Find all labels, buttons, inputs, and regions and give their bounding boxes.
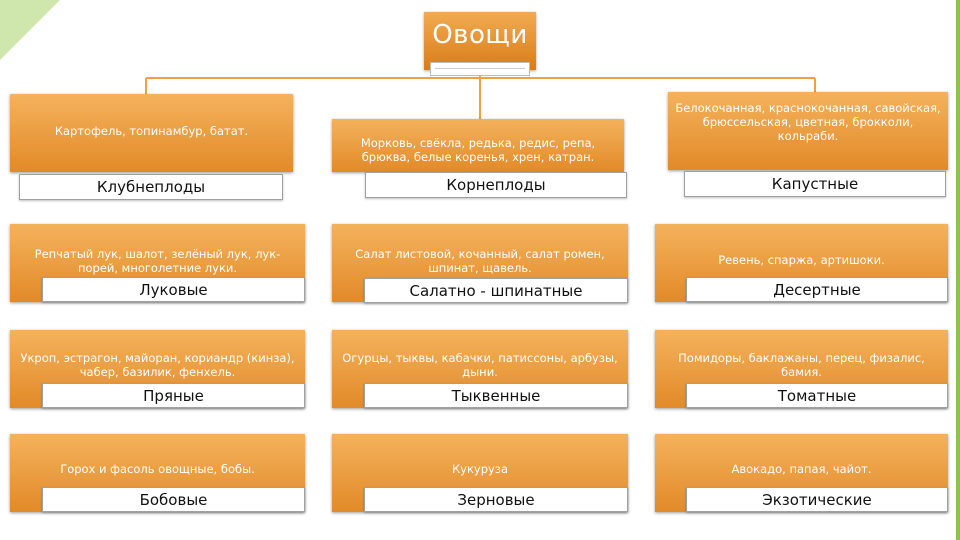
- label-desertnye: Десертные: [686, 277, 948, 302]
- card-description: Кукуруза: [452, 462, 508, 476]
- card-description: Помидоры, баклажаны, перец, физалис, бам…: [678, 351, 925, 379]
- card-klubneplody: Картофель, топинамбур, батат.: [10, 94, 293, 172]
- label-zernovye: Зерновые: [364, 487, 628, 512]
- root-node: Овощи: [424, 12, 536, 76]
- root-title: Овощи: [432, 20, 528, 50]
- label-kapustnye: Капустные: [684, 171, 946, 197]
- card-kapustnye: Белокочанная, краснокочанная, савойская,…: [668, 92, 948, 170]
- label-tykvennye: Тыквенные: [364, 383, 628, 408]
- label-salatno-shpinatnye: Салатно - шпинатные: [364, 278, 628, 303]
- label-pryanye: Пряные: [42, 383, 305, 408]
- card-description: Ревень, спаржа, артишоки.: [718, 253, 885, 267]
- label-bobovye: Бобовые: [42, 487, 305, 512]
- card-description: Укроп, эстрагон, майоран, кориандр (кинз…: [20, 351, 295, 379]
- corner-accent: [0, 0, 60, 60]
- label-tomatnye: Томатные: [686, 383, 948, 408]
- card-description: Морковь, свёкла, редька, редис, репа, бр…: [360, 136, 596, 164]
- label-korneplody: Корнеплоды: [365, 172, 627, 198]
- root-underbar: [430, 62, 530, 76]
- right-border-accent: [956, 0, 960, 540]
- label-ekzoticheskie: Экзотические: [686, 487, 948, 512]
- card-description: Огурцы, тыквы, кабачки, патиссоны, арбуз…: [342, 351, 618, 379]
- card-description: Картофель, топинамбур, батат.: [54, 124, 249, 138]
- card-description: Салат листовой, кочанный, салат ромен, ш…: [355, 247, 605, 275]
- card-korneplody: Морковь, свёкла, редька, редис, репа, бр…: [332, 119, 624, 172]
- card-description: Репчатый лук, шалот, зелёный лук, лук-по…: [34, 247, 281, 275]
- label-klubneplody: Клубнеплоды: [19, 174, 283, 200]
- card-description: Авокадо, папая, чайот.: [731, 462, 872, 476]
- card-description: Горох и фасоль овощные, бобы.: [60, 462, 255, 476]
- label-lukovye: Луковые: [42, 277, 305, 302]
- card-description: Белокочанная, краснокочанная, савойская,…: [675, 101, 941, 143]
